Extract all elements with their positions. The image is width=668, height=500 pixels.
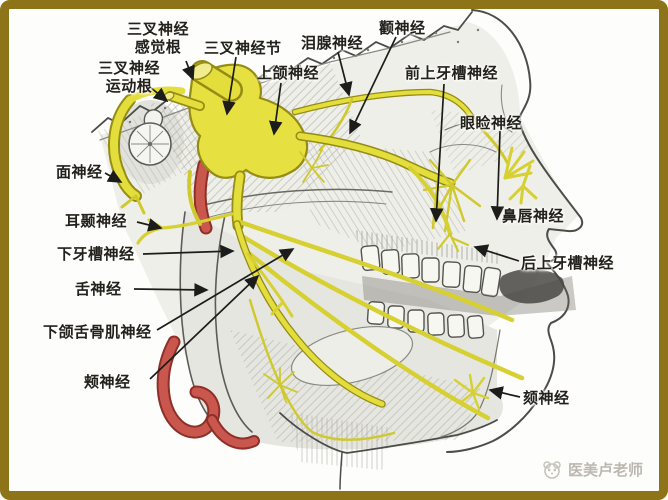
arrow-maxillary xyxy=(268,82,283,136)
arrow-mylohyoid xyxy=(156,248,295,331)
label-facial-nerve: 面神经 xyxy=(56,163,103,181)
label-buccal-nerve: 颊神经 xyxy=(84,373,131,391)
zygomatic-arch-line xyxy=(199,188,393,207)
sensory-root-stub xyxy=(189,60,243,102)
label-trigeminal-motor-root: 三叉神经 运动根 xyxy=(97,59,160,95)
arrow-ant-sup-alveolar xyxy=(429,83,445,223)
watermark-text: 医美卢老师 xyxy=(567,461,643,479)
ophthalmic-branch xyxy=(291,88,510,166)
maxillary-branch xyxy=(295,131,456,188)
label-mental-nerve: 颏神经 xyxy=(523,389,570,407)
arrow-post-sup-alveolar xyxy=(473,244,520,262)
orbit-floor-line xyxy=(429,144,497,153)
label-maxillary-nerve: 上颌神经 xyxy=(257,64,320,82)
zygomatic-arch-line2 xyxy=(205,200,387,219)
mouth-gap-shadow xyxy=(362,276,576,316)
nasal-inner-line xyxy=(500,84,509,125)
neck-line xyxy=(339,452,343,490)
mylohyoid-nerve xyxy=(248,298,396,441)
label-mylohyoid-nerve: 下颌舌骨肌神经 xyxy=(43,323,152,341)
arrow-mental xyxy=(488,386,521,400)
label-zygomatic-nerve: 颧神经 xyxy=(379,19,426,37)
arrow-motor-root xyxy=(149,86,169,103)
cochlea-sketch xyxy=(128,109,172,166)
mental-starburst xyxy=(453,373,490,411)
label-inferior-alveolar-nerve: 下牙槽神经 xyxy=(57,245,135,263)
arrow-palpebral xyxy=(490,130,505,221)
nasolabial-claws xyxy=(503,146,538,205)
panda-logo-icon xyxy=(543,460,561,479)
nerves xyxy=(108,60,538,441)
face-profile-outline xyxy=(446,9,584,453)
lacrimal-twig xyxy=(318,97,354,152)
label-arrows xyxy=(104,36,521,400)
arrow-zygomatic xyxy=(349,36,397,135)
upper-teeth-row xyxy=(360,244,502,298)
arrow-lacrimal xyxy=(337,51,353,97)
sublingual-starburst xyxy=(263,367,298,403)
label-lacrimal-nerve: 泪腺神经 xyxy=(301,34,364,52)
buccal-nerve xyxy=(246,252,294,318)
label-auriculotemporal-nerve: 耳颞神经 xyxy=(65,212,128,230)
arrow-inf-alveolar xyxy=(142,244,235,259)
zygomatic-starburst xyxy=(299,149,329,183)
mandibular-trunk xyxy=(231,170,246,232)
label-lingual-nerve: 舌神经 xyxy=(75,280,122,298)
arrow-sensory-root xyxy=(182,60,195,81)
label-nasolabial-nerve: 鼻唇神经 xyxy=(502,207,565,225)
arrow-buccal xyxy=(149,274,260,380)
arrow-ganglion xyxy=(222,56,237,116)
label-palpebral-nerve: 眼睑神经 xyxy=(460,114,523,132)
brow-ridge-line xyxy=(444,121,513,133)
label-posterior-superior-alveolar-nerve: 后上牙槽神经 xyxy=(521,254,615,272)
lingual-nerve xyxy=(233,220,386,408)
arrow-facial xyxy=(104,169,123,183)
arrow-auriculotemporal xyxy=(136,218,163,232)
mouth-opening xyxy=(499,268,565,304)
arrow-lingual xyxy=(133,283,209,297)
label-trigeminal-ganglion: 三叉神经节 xyxy=(204,39,282,57)
mandible-underside xyxy=(279,412,498,454)
arteries xyxy=(156,158,260,450)
watermark: 医美卢老师 xyxy=(542,459,643,480)
label-trigeminal-sensory-root: 三叉神经 感觉根 xyxy=(126,20,189,56)
label-anterior-superior-alveolar-nerve: 前上牙槽神经 xyxy=(405,64,499,82)
